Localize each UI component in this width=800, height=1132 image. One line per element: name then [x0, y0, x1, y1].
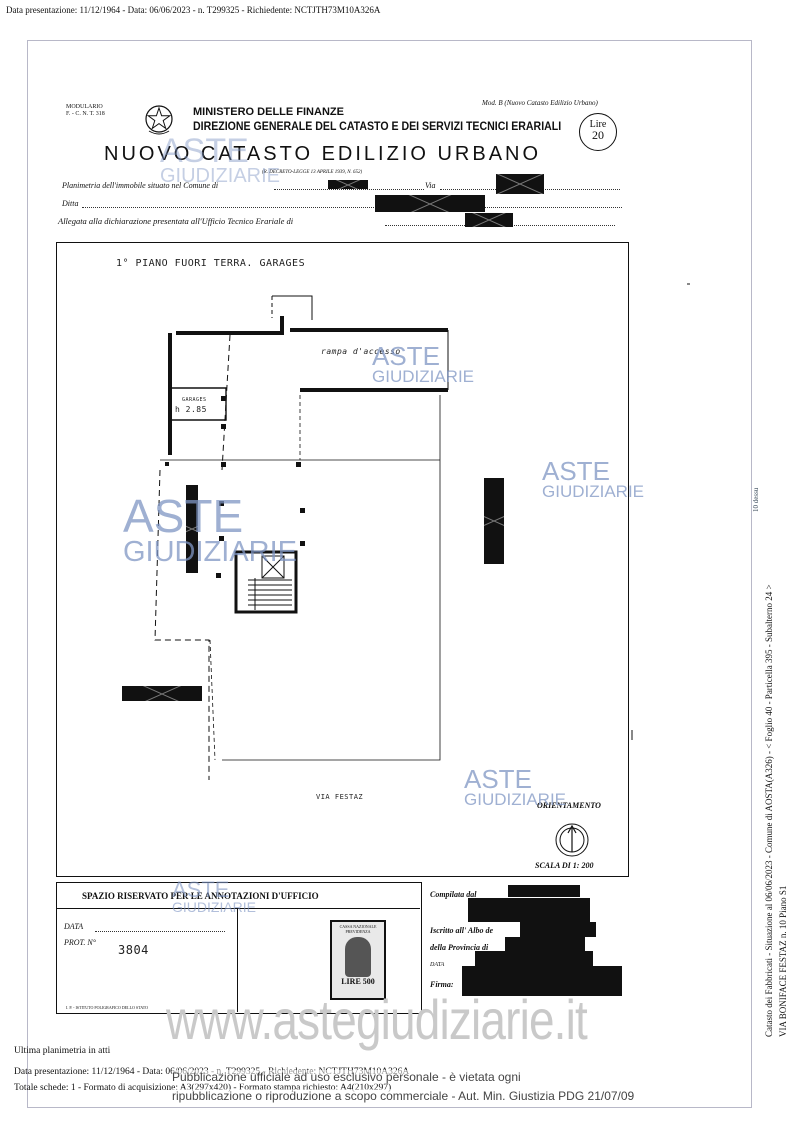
orientation-label: ORIENTAMENTO	[537, 801, 601, 810]
modulario-label: MODULARIO F. - C. N. T. 318	[66, 104, 105, 117]
office-data-label: DATA	[64, 922, 84, 931]
plan-heading: 1° PIANO FUORI TERRA. GARAGES	[116, 258, 306, 269]
redaction-plan-1	[186, 485, 198, 573]
publication-notice-1: Pubblicazione ufficiale ad uso esclusivo…	[172, 1070, 521, 1084]
publication-notice-2: ripubblicazione o riproduzione a scopo c…	[172, 1089, 635, 1103]
side-cadastral-info: Catasto dei Fabbricati - Situazione al 0…	[764, 584, 774, 1037]
footer-last: Ultima planimetria in atti	[14, 1046, 111, 1056]
redaction-compilata	[508, 885, 580, 897]
line1-label: Planimetria dell'immobile situato nel Co…	[62, 181, 219, 190]
provincia-label: della Provincia di	[430, 943, 489, 952]
redaction-comune	[328, 180, 368, 189]
document-header: Data presentazione: 11/12/1964 - Data: 0…	[6, 5, 381, 15]
line2-label: Ditta	[62, 199, 79, 208]
side-ref: 10 dessu	[752, 487, 760, 512]
redaction-firma	[462, 966, 622, 996]
iscritto-label: Iscritto all' Albo de	[430, 926, 494, 935]
office-prot-label: PROT. N°	[64, 938, 96, 947]
line1-via: Via	[425, 181, 436, 190]
redaction-ditta	[375, 195, 485, 212]
garage-label: GARAGES	[182, 397, 207, 403]
line3-label: Allegata alla dichiarazione presentata a…	[58, 216, 294, 226]
revenue-stamp: CASSA NAZIONALE PREVIDENZA LIRE 500	[330, 920, 386, 1000]
office-prot-value: 3804	[118, 943, 149, 957]
revenue-stamp-price: Lire 20	[579, 113, 617, 151]
ramp-label: rampa d'accesso	[321, 347, 401, 356]
garage-height: h 2.85	[175, 405, 207, 414]
firma-label: Firma:	[430, 980, 454, 989]
emblem-icon	[143, 101, 175, 135]
office-title: SPAZIO RISERVATO PER LE ANNOTAZIONI D'UF…	[82, 891, 319, 901]
redaction-via	[496, 174, 544, 194]
redaction-plan-3	[122, 686, 202, 701]
signature-data-label: DATA	[430, 962, 445, 968]
ministry-title: MINISTERO DELLE FINANZE	[193, 106, 344, 118]
office-printer: I. P. - ISTITUTO POLIGRAFICO DELLO STATO	[66, 1005, 148, 1010]
redaction-albo	[520, 922, 596, 937]
redaction-plan-2	[484, 478, 504, 564]
street-label: VIA FESTAZ	[316, 793, 364, 801]
site-watermark: www.astegiudiziarie.it	[166, 988, 588, 1051]
redaction-ufficio	[465, 213, 513, 227]
decree-label: (R. DECRETO-LEGGE 13 APRILE 1939, N. 652…	[262, 170, 363, 175]
page-frame	[27, 40, 752, 1108]
floor-plan-frame	[56, 242, 629, 877]
redaction-provincia-2	[475, 951, 593, 967]
form-title: NUOVO CATASTO EDILIZIO URBANO	[104, 143, 542, 165]
side-address: VIA BONIFACE FESTAZ n. 10 Piano S1	[778, 885, 788, 1037]
redaction-compilata-2	[468, 898, 590, 922]
scale-label: SCALA DI 1: 200	[535, 861, 594, 870]
model-label: Mod. B (Nuovo Catasto Edilizio Urbano)	[482, 99, 598, 107]
direction-title: DIREZIONE GENERALE DEL CATASTO E DEI SER…	[193, 121, 562, 133]
footer-line2: Totale schede: 1 - Formato di acquisizio…	[14, 1083, 392, 1093]
redaction-provincia	[505, 937, 585, 951]
compilata-label: Compilata dal	[430, 890, 477, 899]
office-box	[56, 882, 422, 1014]
